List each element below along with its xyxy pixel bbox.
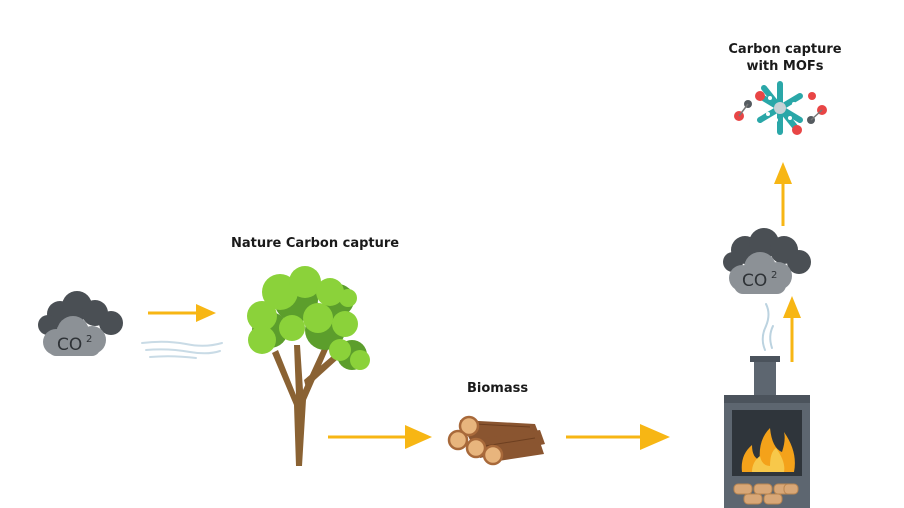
smoke-icon <box>761 303 774 351</box>
mofs-label-line2: with MOFs <box>746 59 823 74</box>
logs-icon <box>447 415 545 466</box>
tree-icon <box>247 266 370 466</box>
co2-cloud-icon-left: CO 2 <box>38 291 123 356</box>
mofs-label-line1: Carbon capture <box>728 42 841 57</box>
co2-label-left: CO <box>57 335 82 355</box>
co2-label-right: CO <box>742 271 767 291</box>
mof-molecule-icon <box>734 81 827 135</box>
arrow-tree-to-biomass <box>328 425 432 449</box>
arrow-biomass-to-stove <box>566 424 670 450</box>
nature-carbon-capture-label: Nature Carbon capture <box>231 236 399 251</box>
biomass-label: Biomass <box>467 381 528 396</box>
co2-sup-right: 2 <box>771 270 777 281</box>
arrow-co2-to-tree <box>148 304 216 322</box>
co2-cloud-icon-right: CO 2 <box>723 228 811 294</box>
wind-icon <box>141 340 223 359</box>
stove-icon <box>724 356 810 508</box>
arrow-stove-to-co2 <box>783 296 801 362</box>
arrow-co2-to-mofs <box>774 162 792 226</box>
co2-sup-left: 2 <box>86 334 92 345</box>
